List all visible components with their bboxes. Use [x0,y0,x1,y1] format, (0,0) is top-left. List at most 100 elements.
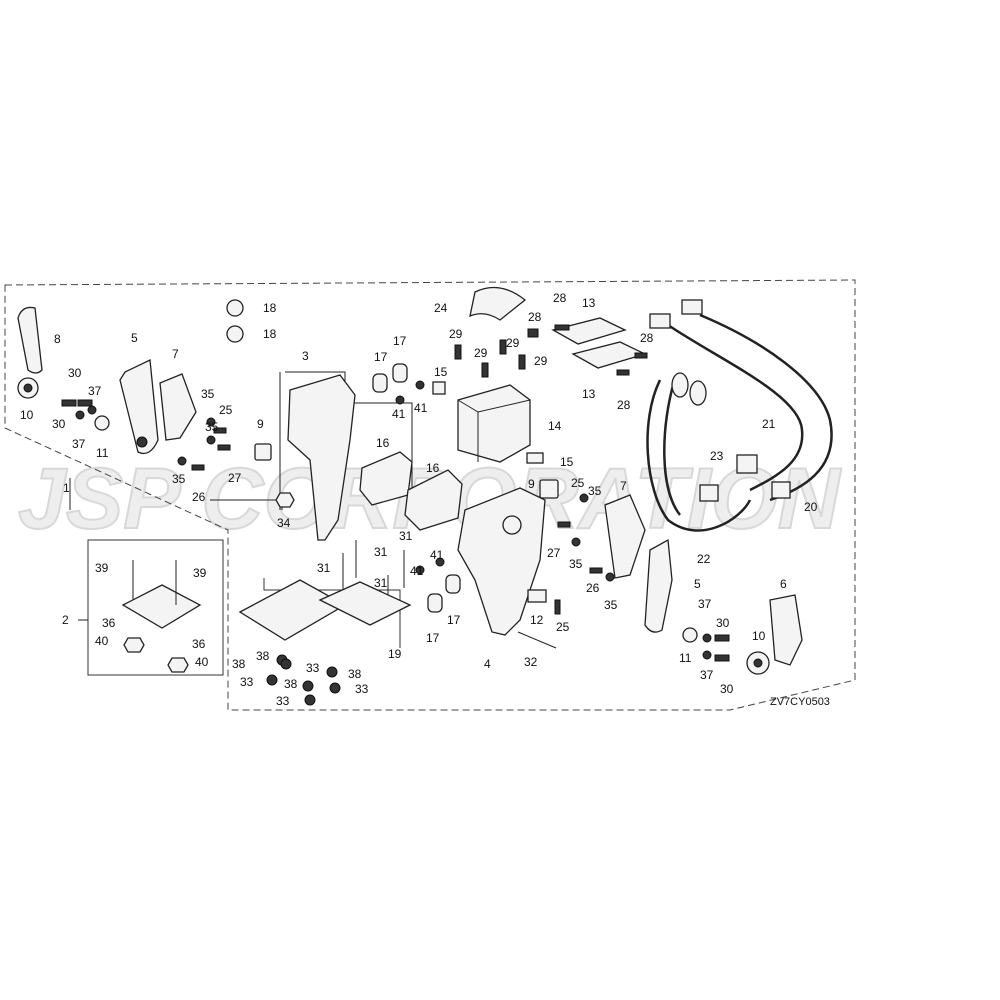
callout-c13b: 13 [582,387,596,401]
lever-arm-right [644,538,673,633]
callout-c5b: 5 [694,577,701,591]
harness-20 [667,323,804,492]
callout-c13a: 13 [582,296,596,310]
bolt-27-right [557,521,571,528]
cap-18-b [226,325,244,343]
connector-23 [736,454,758,474]
screw-29-a [454,344,462,360]
callout-c17d: 17 [447,613,461,627]
callout-c36b: 36 [192,637,206,651]
bolt-25-right-b [554,599,561,615]
callout-c35e: 35 [569,557,583,571]
callout-c5a: 5 [131,331,138,345]
callout-c17c: 17 [426,631,440,645]
bolt-30-left-a [61,399,77,407]
callout-c1: 1 [63,481,70,495]
bolt-27-left [217,444,231,451]
spacer-plate-2 [121,584,202,629]
callout-c38c: 38 [284,677,298,691]
clip-17-a [372,373,388,393]
callout-c2: 2 [62,613,69,627]
washer-35-right-b [571,537,581,547]
gasket-plate-19b [318,581,412,626]
nut-37-right-a [702,633,712,643]
washer-41-d [435,557,445,567]
screw-28-a [554,324,570,331]
callout-c35b: 35 [205,420,219,434]
clip-17-b [392,363,408,383]
main-case-4 [457,487,546,636]
handle-grip-part [17,306,43,374]
callout-c25b: 25 [571,476,585,490]
callout-c37c: 37 [698,597,712,611]
washer-41-c [415,565,425,575]
callout-c25a: 25 [219,403,233,417]
callout-c39a: 39 [95,561,109,575]
nut-33-c [329,682,341,694]
cover-24 [469,286,527,321]
plate-16-b [404,469,463,531]
callout-c28d: 28 [617,398,631,412]
callout-c26b: 26 [586,581,600,595]
callout-c31c: 31 [374,576,388,590]
callout-c38b: 38 [232,657,246,671]
callout-c21: 21 [762,417,776,431]
callout-c23: 23 [710,449,724,463]
nut-38-c [326,666,338,678]
screw-29-d [518,354,526,370]
bolt-26-left [191,464,205,471]
callout-c9b: 9 [528,477,535,491]
case-top-14 [457,384,531,463]
callout-c35d: 35 [588,484,602,498]
lever-arm-left [119,359,159,455]
washer-35-left-a [206,417,216,427]
callout-c10a: 10 [20,408,34,422]
callout-c33d: 33 [355,682,369,696]
callout-c3: 3 [302,349,309,363]
callout-c32: 32 [524,655,538,669]
callout-c18b: 18 [263,327,277,341]
callout-c17b: 17 [393,334,407,348]
callout-c39b: 39 [193,566,207,580]
spring-15-a [432,381,446,395]
callout-c25c: 25 [556,620,570,634]
washer-35-right-a [579,493,589,503]
case-cover-3 [287,374,356,541]
nut-37-left-a [87,405,97,415]
washer-35-right-c [605,572,615,582]
connector-loop-b [689,380,707,406]
bolt-30-right-a [714,634,730,642]
group19-box [263,578,401,648]
callout-c9a: 9 [257,417,264,431]
connector-22 [699,484,719,502]
callout-c15a: 15 [434,365,448,379]
callout-c41c: 41 [410,564,424,578]
harness-21 [699,313,833,502]
case-4-boss [502,515,522,535]
screw-28-d [616,369,630,376]
callout-c11a: 11 [96,446,109,460]
lever-hole-left [136,436,148,448]
block-9-left [254,443,272,461]
callout-c8: 8 [54,332,61,346]
block-9-right [539,479,559,499]
connector-20 [649,313,671,329]
callout-c36a: 36 [102,616,116,630]
nut-40-a [123,637,145,653]
callout-c14: 14 [548,419,562,433]
cap-18-a [226,299,244,317]
plate-13-a [551,317,627,345]
callout-c29c: 29 [506,336,520,350]
callout-c37a: 37 [88,384,102,398]
nut-33-b [304,694,316,706]
case-top-14-detail [457,399,531,462]
callout-c31a: 31 [317,561,331,575]
washer-11-right [682,627,698,643]
diagram-code: ZV7CY0503 [770,696,830,708]
washer-41-a [395,395,405,405]
callout-c29a: 29 [449,327,463,341]
callout-c10b: 10 [752,629,766,643]
callout-c30a: 30 [68,366,82,380]
callout-c20: 20 [804,500,818,514]
